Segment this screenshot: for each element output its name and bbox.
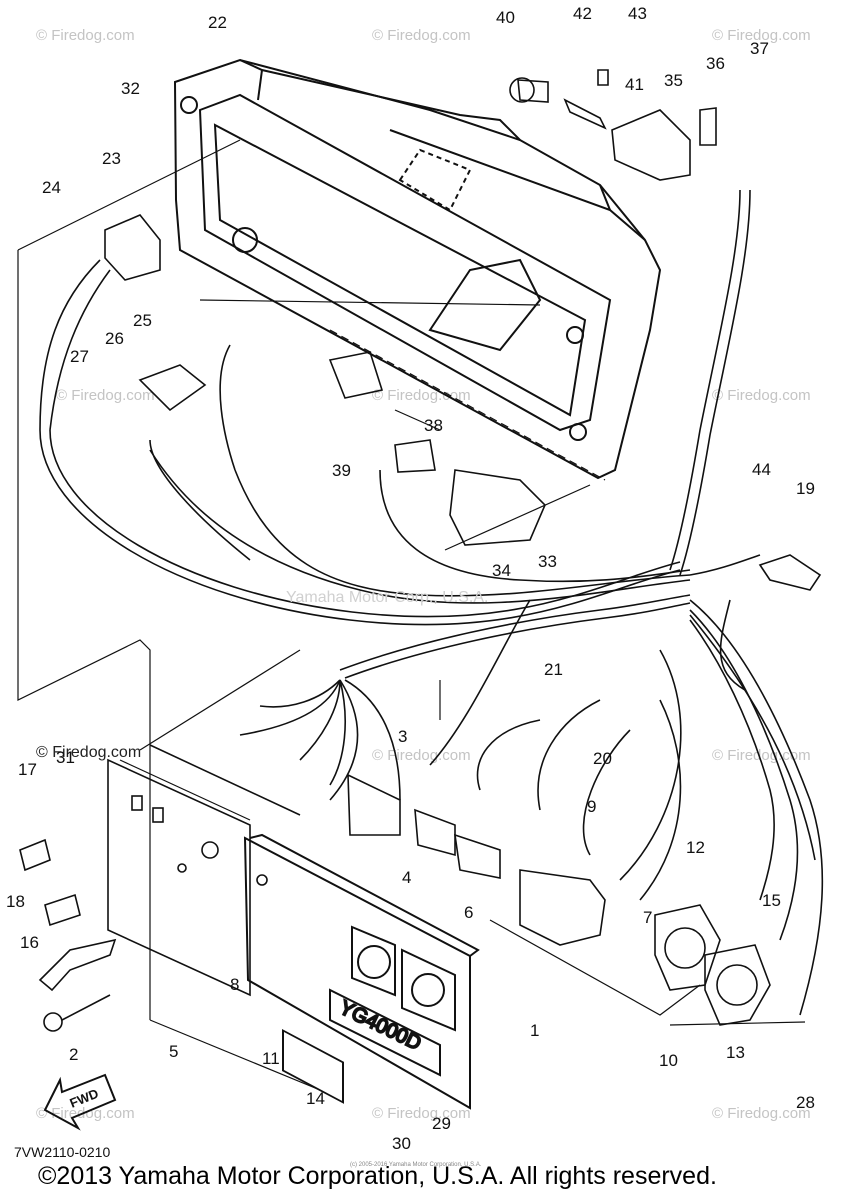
callout-32: 32	[121, 79, 140, 98]
callout-12: 12	[686, 838, 705, 857]
callout-11: 11	[262, 1049, 280, 1068]
callout-29: 29	[432, 1114, 451, 1133]
callout-2: 2	[69, 1045, 78, 1064]
control-panel-plate: YG4000D	[243, 833, 480, 1110]
watermark-top-center: © Firedog.com	[372, 27, 471, 44]
sub-panel-bracket	[107, 744, 301, 997]
callout-19: 19	[796, 479, 815, 498]
part-code: 7VW2110-0210	[14, 1144, 111, 1160]
callout-3: 3	[398, 727, 407, 746]
control-box-housing	[173, 58, 662, 480]
callout-23: 23	[102, 149, 121, 168]
watermark-mid-left: © Firedog.com	[56, 387, 155, 404]
callout-8: 8	[230, 975, 239, 994]
callout-21: 21	[544, 660, 563, 679]
callout-44: 44	[752, 460, 771, 479]
callout-10: 10	[659, 1051, 678, 1070]
wire-harness	[39, 189, 824, 1016]
callout-7: 7	[643, 908, 652, 927]
callout-41: 41	[625, 75, 644, 94]
callout-33: 33	[538, 552, 557, 571]
watermark-bottom-center: © Firedog.com	[372, 1105, 471, 1122]
callout-35: 35	[664, 71, 683, 90]
callout-17: 17	[18, 760, 37, 779]
callout-1: 1	[530, 1021, 539, 1040]
callout-15: 15	[762, 891, 781, 910]
watermark-lower-center: © Firedog.com	[372, 747, 471, 764]
callout-27: 27	[70, 347, 89, 366]
callout-26: 26	[105, 329, 124, 348]
callout-30: 30	[392, 1134, 411, 1153]
callout-18: 18	[6, 892, 25, 911]
leader-lines	[17, 139, 806, 1091]
callout-4: 4	[402, 868, 411, 887]
watermark-top-left: © Firedog.com	[36, 27, 135, 44]
callout-numbers: 1 2 3 4 5 6 7 8 9 10 11 12 13 14 15 16 1…	[6, 4, 815, 1153]
callout-28: 28	[796, 1093, 815, 1112]
callout-38: 38	[424, 416, 443, 435]
callout-42: 42	[573, 4, 592, 23]
watermark-bottom-right: © Firedog.com	[712, 1105, 811, 1122]
watermark-top-right: © Firedog.com	[712, 27, 811, 44]
callout-24: 24	[42, 178, 61, 197]
callout-22: 22	[208, 13, 227, 32]
callout-31: 31	[56, 748, 75, 767]
watermark-lower-right: © Firedog.com	[712, 747, 811, 764]
components	[19, 69, 822, 1032]
callout-5: 5	[169, 1042, 178, 1061]
callout-36: 36	[706, 54, 725, 73]
panel-model-label: YG4000D	[336, 997, 425, 1055]
callout-14: 14	[306, 1089, 325, 1108]
callout-16: 16	[20, 933, 39, 952]
callout-39: 39	[332, 461, 351, 480]
copyright-notice: ©2013 Yamaha Motor Corporation, U.S.A. A…	[38, 1162, 717, 1190]
callout-13: 13	[726, 1043, 745, 1062]
callout-34: 34	[492, 561, 511, 580]
callout-40: 40	[496, 8, 515, 27]
callout-9: 9	[587, 797, 596, 816]
callout-6: 6	[464, 903, 473, 922]
small-copyright-text: (c) 2005-2016 Yamaha Motor Corporation, …	[350, 1162, 482, 1168]
callout-37: 37	[750, 39, 769, 58]
watermark-mid-center: © Firedog.com	[372, 387, 471, 404]
callout-25: 25	[133, 311, 152, 330]
watermark-mid-right: © Firedog.com	[712, 387, 811, 404]
watermark-dark: © Firedog.com	[36, 744, 141, 761]
callout-20: 20	[593, 749, 612, 768]
faint-background-text: Yamaha Motor Corp., U.S.A.	[286, 589, 489, 606]
callout-43: 43	[628, 4, 647, 23]
